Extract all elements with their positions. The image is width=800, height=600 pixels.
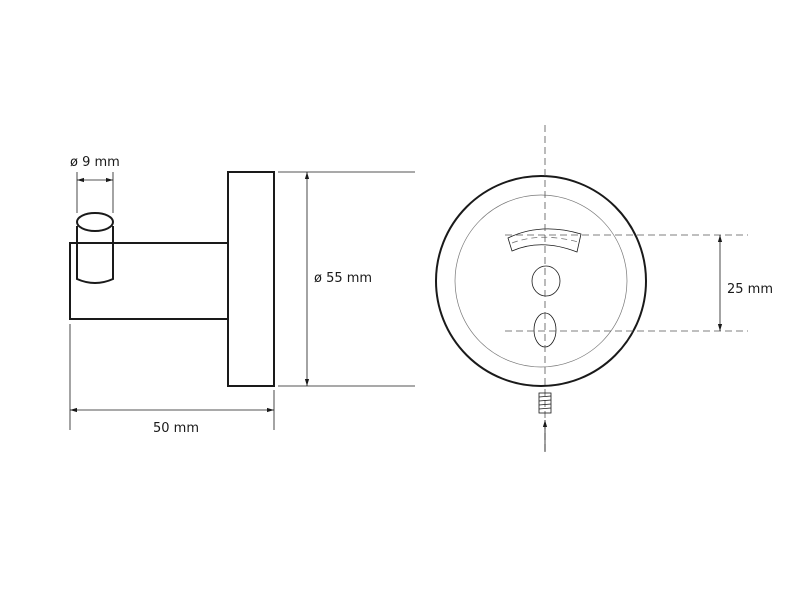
side-pin-top: [76, 212, 114, 232]
hole-spacing-dimension: 25 mm: [717, 235, 773, 331]
plate-diameter-label: ø 55 mm: [314, 271, 372, 286]
hole-spacing-label: 25 mm: [727, 282, 773, 297]
front-inner-plate: [454, 194, 628, 368]
plate-diameter-dimension: ø 55 mm: [278, 171, 415, 387]
center-screw-hole: [531, 265, 561, 297]
crescent-slot: [507, 228, 582, 253]
front-view: [435, 125, 748, 455]
pin-diameter-dimension: ø 9 mm: [70, 155, 120, 213]
set-screw: [538, 392, 552, 414]
crescent-slot-hidden: [511, 236, 579, 244]
depth-dimension: 50 mm: [69, 324, 275, 436]
side-wall-plate: [227, 171, 275, 387]
side-view: [69, 171, 275, 387]
side-pin-body: [76, 226, 114, 284]
front-outer-plate: [435, 175, 647, 387]
depth-label: 50 mm: [153, 421, 199, 436]
pin-diameter-label: ø 9 mm: [70, 155, 120, 170]
side-hook-arm: [69, 242, 228, 320]
